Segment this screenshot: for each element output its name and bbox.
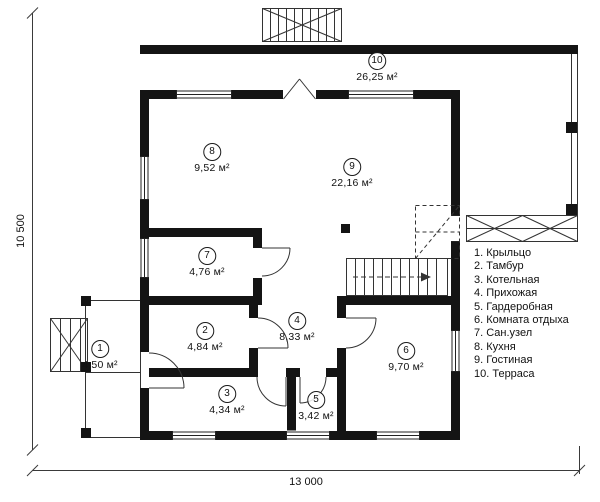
doors-layer [148,247,377,407]
room-legend: 1. Крыльцо 2. Тамбур 3. Котельная 4. При… [474,247,569,381]
room-number-badge: 4 [288,312,306,330]
terrace-deck [466,215,578,242]
dimension-height-label: 10 500 [15,214,27,248]
deck-opening [450,215,461,242]
window [286,430,330,441]
room-area: 9,52 м² [194,162,230,174]
room-label-6: 6 9,70 м² [388,342,424,373]
room-label-2: 2 4,84 м² [187,322,223,353]
legend-item: 2. Тамбур [474,260,524,273]
legend-item: 10. Терраса [474,367,535,380]
room-area: 8,33 м² [279,331,315,343]
room-label-3: 3 4,34 м² [209,385,245,416]
room-label-10: 10 26,25 м² [356,52,398,83]
room-area: 4,84 м² [187,341,223,353]
room-area: 4,34 м² [209,404,245,416]
legend-item: 8. Кухня [474,340,516,353]
stairs [346,205,460,296]
room-number-badge: 10 [367,52,386,70]
windows-layer [139,89,461,441]
room-area: 4,76 м² [189,266,225,278]
stairs-upper-flight [415,205,460,259]
room-label-7: 7 4,76 м² [189,247,225,278]
room-area: 22,16 м² [331,177,373,189]
dimension-lines [26,7,586,477]
terrace-railing [571,54,578,215]
room-number-badge: 6 [397,342,415,360]
entry-steps [262,8,342,42]
window [176,89,232,100]
window [376,430,420,441]
porch-posts [81,296,91,438]
room-label-5: 5 3,42 м² [298,391,334,422]
dimension-width-label: 13 000 [289,476,323,488]
legend-item: 1. Крыльцо [474,247,532,259]
legend-item: 6. Комната отдыха [474,314,569,327]
room-area: 4,50 м² [82,359,118,371]
legend-item: 3. Котельная [474,273,540,286]
porch [50,300,141,438]
legend-item: 5. Гардеробная [474,300,553,313]
room-area: 9,70 м² [388,361,424,373]
legend-item: 7. Сан.узел [474,327,533,340]
legend-item: 9. Гостиная [474,354,533,367]
room-label-8: 8 9,52 м² [194,143,230,174]
room-number-badge: 7 [198,247,216,265]
terrace-door-icon [283,78,316,100]
room-number-badge: 2 [196,322,214,340]
window [172,430,216,441]
stairs-arrow-icon [421,272,431,282]
room-area: 3,42 м² [298,410,334,422]
room-label-9: 9 22,16 м² [331,158,373,189]
terrace-posts [566,122,577,215]
room-number-badge: 5 [307,391,325,409]
room-number-badge: 8 [203,143,221,161]
room-number-badge: 3 [218,385,236,403]
room-label-1: 1 4,50 м² [82,340,118,371]
window [139,156,150,200]
legend-item: 4. Прихожая [474,287,538,300]
window [450,330,461,372]
room-number-badge: 1 [91,340,109,358]
terrace-door-gap [283,89,316,100]
window [348,89,414,100]
room-label-4: 4 8,33 м² [279,312,315,343]
window [139,238,150,278]
room-number-badge: 9 [342,158,361,176]
room-area: 26,25 м² [356,71,398,83]
